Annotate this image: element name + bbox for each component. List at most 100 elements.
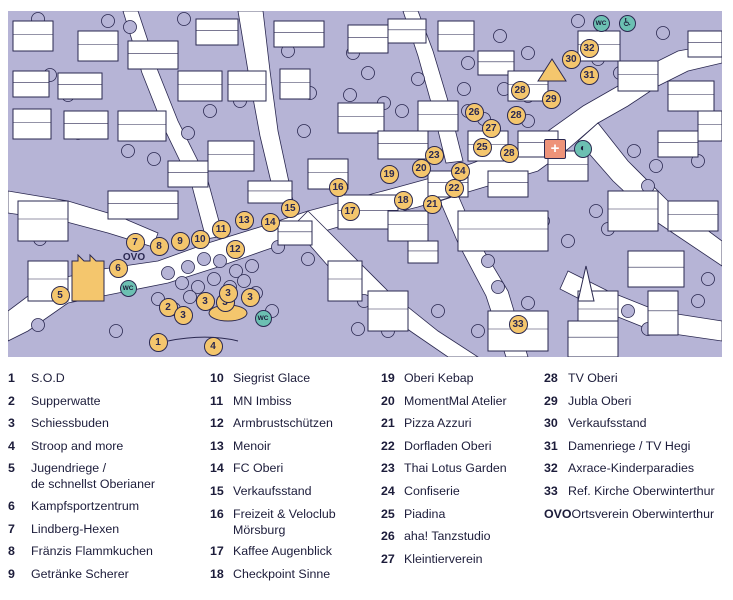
baby-stroller-icon[interactable]: ◐ <box>574 140 592 158</box>
map-marker[interactable]: 6 <box>108 258 128 278</box>
building <box>273 20 325 48</box>
building <box>417 100 459 132</box>
wc-icon[interactable]: WC <box>119 279 137 297</box>
map-marker[interactable]: 20 <box>411 158 431 178</box>
building <box>457 210 549 252</box>
wc-icon[interactable]: WC <box>592 14 610 32</box>
map-marker[interactable]: 3 <box>195 291 215 311</box>
tree <box>395 104 409 118</box>
map-marker[interactable]: 3 <box>173 305 193 325</box>
festival-map[interactable]: 1233333456789101112131415161718192021222… <box>8 11 722 357</box>
legend-number: 10 <box>210 371 224 385</box>
map-marker[interactable]: 30 <box>561 49 581 69</box>
map-marker[interactable]: 4 <box>203 336 223 356</box>
map-marker[interactable]: 5 <box>50 285 70 305</box>
legend-number: 27 <box>381 551 395 566</box>
tree <box>109 324 123 338</box>
first-aid-icon[interactable]: + <box>544 139 566 159</box>
map-marker[interactable]: 1 <box>148 332 168 352</box>
map-marker[interactable]: 25 <box>472 137 492 157</box>
wc-icon[interactable]: WC <box>254 309 272 327</box>
map-marker[interactable]: 3 <box>218 283 238 303</box>
map-marker[interactable]: 17 <box>340 201 360 221</box>
legend-number: 1 <box>8 371 15 385</box>
legend-number: 29 <box>544 393 558 408</box>
legend-label-line: MN Imbiss <box>233 393 292 408</box>
map-marker[interactable]: 9 <box>170 231 190 251</box>
map-marker[interactable]: 33 <box>508 314 528 334</box>
map-marker[interactable]: 3 <box>240 287 260 307</box>
building <box>347 24 389 54</box>
tree <box>197 252 211 266</box>
legend-entry: 29 Jubla Oberi <box>544 393 733 409</box>
tree <box>101 14 115 28</box>
building <box>117 110 167 142</box>
map-marker[interactable]: 11 <box>211 219 231 239</box>
legend-label: Axrace-Kinderparadies <box>568 460 694 476</box>
legend-label-line: aha! Tanzstudio <box>404 529 491 544</box>
tree <box>177 12 191 26</box>
tree <box>621 304 635 318</box>
map-marker[interactable]: 32 <box>579 38 599 58</box>
building <box>195 18 239 46</box>
legend-label-line: MomentMal Atelier <box>404 393 507 408</box>
legend-label-line: Axrace-Kinderparadies <box>568 461 695 476</box>
map-marker[interactable]: 28 <box>499 143 519 163</box>
tree <box>191 280 205 294</box>
map-marker[interactable]: 28 <box>506 105 526 125</box>
building <box>127 40 179 70</box>
map-marker[interactable]: 27 <box>481 118 501 138</box>
map-marker[interactable]: 8 <box>149 236 169 256</box>
map-marker[interactable]: 23 <box>424 145 444 165</box>
map-marker[interactable]: 16 <box>328 177 348 197</box>
legend-label-line: S.O.D <box>31 371 65 385</box>
map-marker[interactable]: 29 <box>541 89 561 109</box>
legend-label-line: Thai Lotus Garden <box>404 461 507 476</box>
map-marker[interactable]: 14 <box>260 212 280 232</box>
map-marker[interactable]: 12 <box>225 239 245 259</box>
legend-label-line: Armbrustschützen <box>233 416 333 431</box>
legend-number: 4 <box>8 438 15 453</box>
legend-label: Getränke Scherer <box>31 566 129 582</box>
legend-label-line: Supperwatte <box>31 393 101 408</box>
legend-label-line: Jubla Oberi <box>568 393 632 408</box>
map-marker[interactable]: 18 <box>393 190 413 210</box>
map-marker[interactable]: 26 <box>464 102 484 122</box>
building <box>667 200 719 232</box>
legend-number: 32 <box>544 461 558 476</box>
building <box>367 290 409 332</box>
tree <box>245 259 259 273</box>
tree <box>701 272 715 286</box>
building <box>12 70 50 98</box>
legend-label: Siegrist Glace <box>233 370 310 386</box>
map-marker[interactable]: 13 <box>234 210 254 230</box>
map-marker[interactable]: 15 <box>280 198 300 218</box>
map-marker[interactable]: 7 <box>125 232 145 252</box>
wheelchair-icon[interactable]: ♿ <box>618 14 636 32</box>
map-marker[interactable]: 24 <box>450 161 470 181</box>
map-marker-ovo[interactable]: OVO <box>122 251 146 263</box>
map-marker[interactable]: 31 <box>579 65 599 85</box>
map-marker[interactable]: 21 <box>422 194 442 214</box>
map-marker[interactable]: 28 <box>510 80 530 100</box>
building <box>337 102 385 134</box>
map-marker[interactable]: 19 <box>379 164 399 184</box>
legend-number: 19 <box>381 371 395 385</box>
map-marker[interactable]: 10 <box>190 229 210 249</box>
church-icon <box>577 265 595 302</box>
legend-number: 9 <box>8 566 15 581</box>
legend-number: 31 <box>544 438 558 453</box>
building <box>617 60 659 92</box>
legend-label: Verkaufsstand <box>233 483 312 499</box>
legend-entry: 10 Siegrist Glace <box>210 370 380 386</box>
building <box>12 20 54 52</box>
map-marker[interactable]: 22 <box>444 178 464 198</box>
